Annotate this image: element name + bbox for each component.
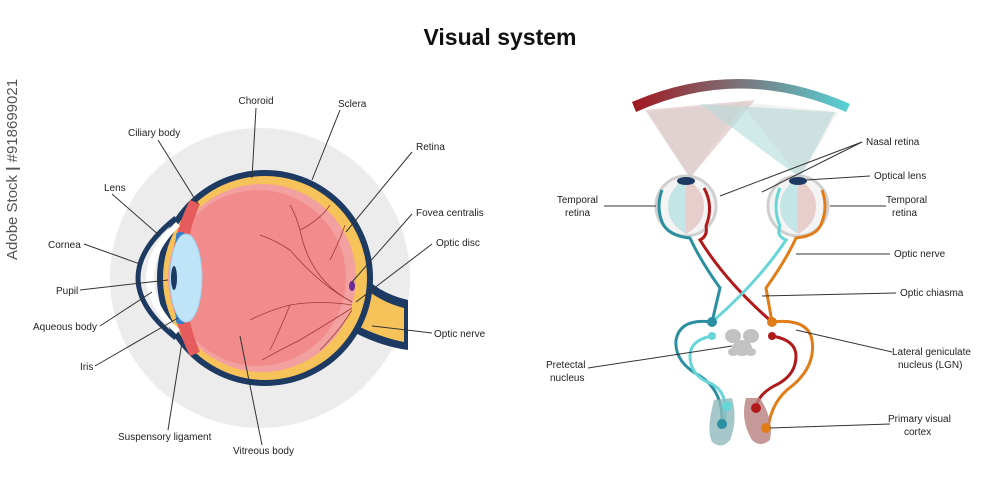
page-title: Visual system <box>423 24 577 50</box>
radiation-right-orange <box>766 319 815 430</box>
eye-anatomy: Choroid Sclera Ciliary body Retina Lens … <box>33 96 486 457</box>
label-vitreous-body: Vitreous body <box>233 446 294 457</box>
field-cone-overlap-right <box>740 102 838 178</box>
retinal-vessels <box>249 204 353 361</box>
fiber-right-temporal <box>764 220 824 324</box>
vitreous-body <box>170 190 346 366</box>
fiber-right-nasal <box>710 224 789 324</box>
cortex-node-left-teal <box>717 419 727 429</box>
label-lens: Lens <box>104 183 126 194</box>
right-eye <box>766 174 830 238</box>
label-cornea: Cornea <box>48 240 81 251</box>
label-suspensory-ligament: Suspensory ligament <box>118 432 212 443</box>
label-iris: Iris <box>80 362 93 373</box>
label-lgn-line1: Lateral geniculate <box>892 347 971 358</box>
label-temporal-retina-right-line2: retina <box>892 208 917 219</box>
cornea <box>135 216 178 340</box>
lgn-blobs <box>725 329 759 356</box>
lgn-node-right-orange <box>767 317 777 327</box>
label-temporal-retina-left-line2: retina <box>565 208 590 219</box>
pathway-fibers <box>660 220 824 430</box>
label-choroid: Choroid <box>238 96 273 107</box>
label-optic-nerve: Optic nerve <box>434 329 486 340</box>
label-fovea-centralis: Fovea centralis <box>416 208 484 219</box>
lgn-node-right-red <box>768 332 776 340</box>
lgn-node-left-cyan <box>708 332 716 340</box>
visual-pathway: Nasal retina Optical lens Temporal retin… <box>546 78 971 446</box>
left-nasal-retina <box>702 187 711 227</box>
label-optic-chiasma: Optic chiasma <box>900 288 964 299</box>
label-optical-lens: Optical lens <box>874 171 926 182</box>
label-visual-cortex-line2: cortex <box>904 427 931 438</box>
cortex-node-right-orange <box>761 423 771 433</box>
label-temporal-retina-left-line1: Temporal <box>557 195 598 206</box>
label-visual-cortex-line1: Primary visual <box>888 414 951 425</box>
radiation-right-red <box>754 334 798 412</box>
label-sclera: Sclera <box>338 99 367 110</box>
fiber-left-temporal <box>660 220 722 324</box>
field-cone-overlap-left <box>648 102 745 178</box>
label-optic-nerve-pathway: Optic nerve <box>894 249 946 260</box>
label-optic-disc: Optic disc <box>436 238 480 249</box>
lgn-node-left-teal <box>707 317 717 327</box>
pathway-leader-lines <box>587 141 897 429</box>
label-lgn-line2: nucleus (LGN) <box>898 360 962 371</box>
label-temporal-retina-right-line1: Temporal <box>886 195 927 206</box>
pupil <box>171 266 177 290</box>
right-temporal-retina <box>820 189 827 223</box>
label-pupil: Pupil <box>56 286 78 297</box>
fiber-left-nasal <box>697 224 774 324</box>
visual-field-arc <box>632 78 850 112</box>
radiation-left-teal <box>674 319 724 422</box>
lens <box>169 233 203 323</box>
label-ciliary-body: Ciliary body <box>128 128 180 139</box>
cortex-node-left-cyan <box>722 401 732 411</box>
label-aqueous-body: Aqueous body <box>33 322 97 333</box>
aqueous-body <box>146 222 180 334</box>
cortex-node-right-red <box>751 403 761 413</box>
eye-leader-lines <box>79 107 433 446</box>
field-cone-right-cyan <box>700 104 835 178</box>
label-pretectal-line2: nucleus <box>550 373 584 384</box>
right-nasal-retina <box>774 187 782 227</box>
left-temporal-retina <box>657 189 664 223</box>
label-nasal-retina: Nasal retina <box>866 137 920 148</box>
label-retina: Retina <box>416 142 445 153</box>
fovea-centralis <box>349 281 355 291</box>
label-pretectal-line1: Pretectal <box>546 360 585 371</box>
